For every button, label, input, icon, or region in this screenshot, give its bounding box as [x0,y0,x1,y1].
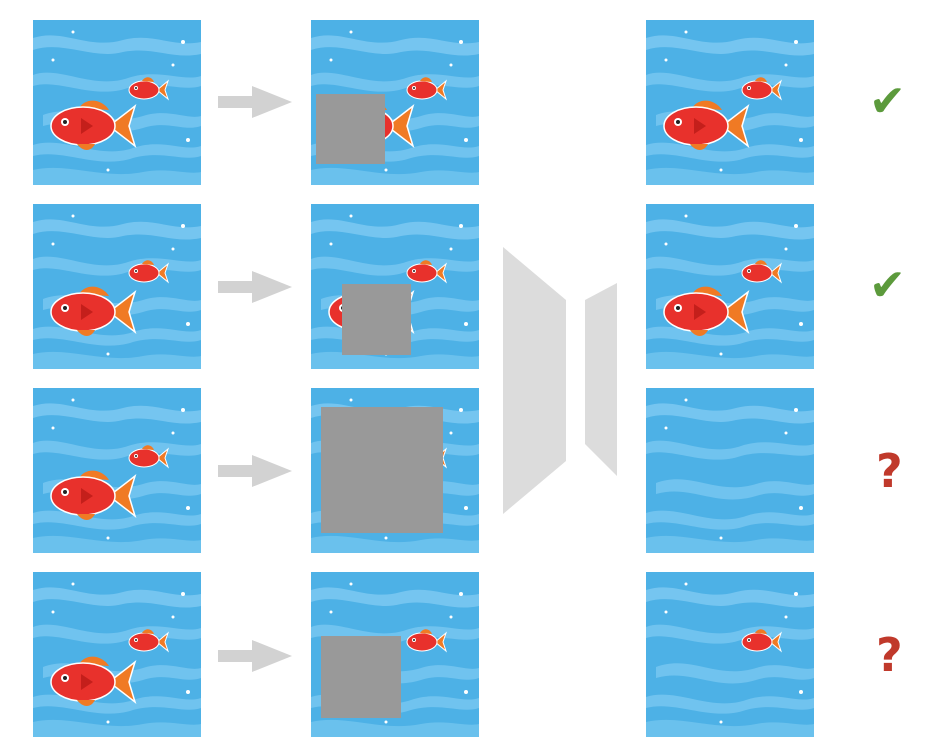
checkmark-icon: ✔ [869,76,906,127]
mask-region [321,636,401,718]
masked-image [311,388,479,553]
output-image [646,20,814,185]
right-arrow-icon [218,271,292,303]
mask-region [321,407,443,533]
output-image [646,572,814,737]
input-image [33,20,201,185]
row-3 [33,388,814,553]
row-4 [33,572,814,737]
masked-image [311,572,479,737]
input-image [33,204,201,369]
input-image [33,388,201,553]
output-image [646,388,814,553]
masked-image [311,20,479,185]
question-mark-icon: ? [876,628,903,682]
question-mark-icon: ? [876,444,903,498]
checkmark-icon: ✔ [869,260,906,311]
masked-image [311,204,479,369]
input-image [33,572,201,737]
right-arrow-icon [218,640,292,672]
decoder-shape [585,283,617,476]
encoder-shape [503,247,566,514]
right-arrow-icon [218,86,292,118]
right-arrow-icon [218,455,292,487]
row-1 [33,20,814,185]
mask-region [316,94,385,164]
row-2 [33,204,814,369]
output-image [646,204,814,369]
mask-region [342,284,411,355]
